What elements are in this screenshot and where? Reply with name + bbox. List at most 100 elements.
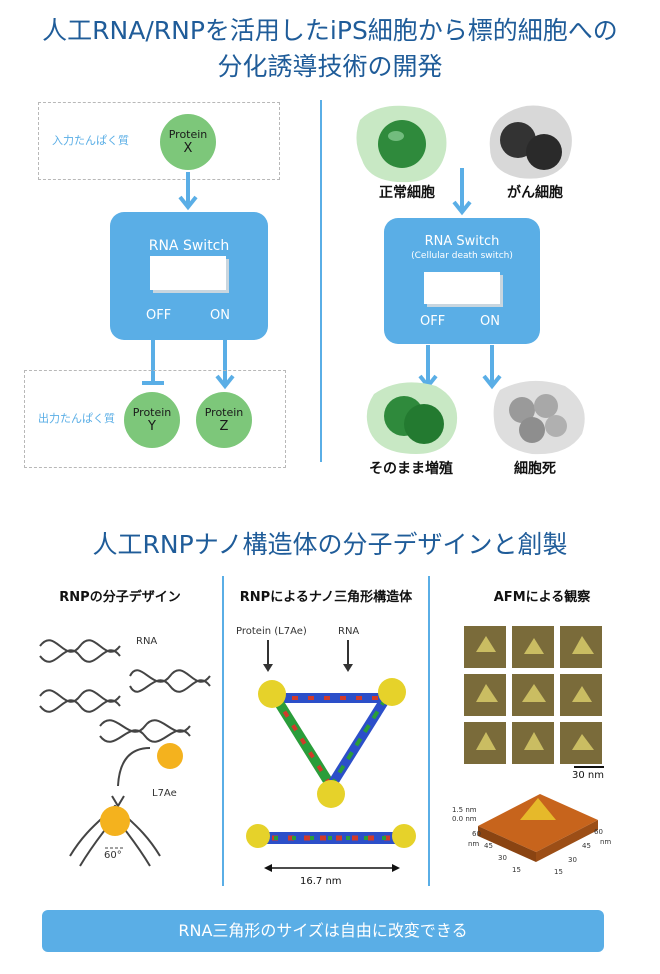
cancer-nucleus-2 xyxy=(526,134,562,170)
afm-axis-right-15: 15 xyxy=(554,868,563,876)
cancer-cell-label: がん細胞 xyxy=(507,185,563,201)
col2-rna-label: RNA xyxy=(338,626,360,637)
side-protein-1 xyxy=(246,824,270,848)
protein-x-circle: Protein X xyxy=(160,114,216,170)
rna-switch-box-left: RNA Switch OFF ON xyxy=(110,212,268,340)
bound-l7ae xyxy=(100,806,130,836)
triangle-right-green xyxy=(329,696,388,788)
death-label: 細胞死 xyxy=(514,461,556,477)
protein-x-line2: X xyxy=(183,141,193,156)
protein-z-line2: Z xyxy=(219,419,229,434)
rna-helix-3b xyxy=(39,699,121,713)
protein-y-line2: Y xyxy=(148,419,156,434)
side-protein-2 xyxy=(392,824,416,848)
vertex-protein-2 xyxy=(378,678,406,706)
protein-pointer-head xyxy=(263,664,273,672)
afm-3d-side-right xyxy=(536,820,598,862)
nano-triangle-art xyxy=(246,640,416,872)
protein-x-line1: Protein xyxy=(168,128,208,141)
normal-cell-label: 正常細胞 xyxy=(379,185,435,201)
dead-fragment-1 xyxy=(509,397,535,423)
rnp-design-art xyxy=(39,639,211,867)
arrowhead-on xyxy=(482,374,502,390)
col3-heading: AFMによる観察 xyxy=(493,590,591,605)
col1-l7ae-label: L7Ae xyxy=(152,788,177,799)
normal-cell-nucleus xyxy=(378,120,426,168)
switch-toggle-left xyxy=(150,256,226,290)
afm-3d-plot xyxy=(478,794,598,862)
page-subtitle: 分化誘導技術の開発 xyxy=(217,52,443,81)
rna-helix-1b xyxy=(39,649,121,663)
afm-z-bottom: 0.0 nm xyxy=(452,815,477,823)
l7ae-protein xyxy=(157,743,183,769)
afm-z-top: 1.5 nm xyxy=(452,806,477,814)
protein-z-line1: Protein xyxy=(204,406,244,419)
page-title: 人工RNA/RNPを活用したiPS細胞から標的細胞への xyxy=(42,16,618,45)
rna-switch-box-right: RNA Switch (Cellular death switch) OFF O… xyxy=(384,218,540,344)
afm-axis-left-60: 60 xyxy=(472,830,481,838)
col2-protein-label: Protein (L7Ae) xyxy=(236,626,307,637)
afm-axis-right-unit: nm xyxy=(600,838,612,846)
rna-pointer-head xyxy=(343,664,353,672)
dead-cell-body xyxy=(493,380,585,455)
size-arrow-right xyxy=(392,864,400,872)
col1-angle-label: 60° xyxy=(104,850,122,861)
afm-axis-left-45: 45 xyxy=(484,842,493,850)
afm-3d-peak xyxy=(520,798,556,820)
size-arrow-left xyxy=(264,864,272,872)
protein-y-line1: Protein xyxy=(132,406,172,419)
dead-fragment-4 xyxy=(545,415,567,437)
col1-rna-label: RNA xyxy=(136,636,158,647)
rna-helix-2b xyxy=(129,679,211,693)
triangle-left-red xyxy=(274,696,333,788)
switch-toggle-right xyxy=(424,272,500,304)
input-protein-box xyxy=(38,102,280,180)
switch-on-right: ON xyxy=(480,314,500,329)
proliferate-nucleus-2 xyxy=(404,404,444,444)
switch-off-right: OFF xyxy=(420,314,446,329)
dead-fragment-3 xyxy=(519,417,545,443)
top-cells-art xyxy=(356,105,572,183)
afm-scale-label: 30 nm xyxy=(572,770,604,781)
rna-helix-4b xyxy=(99,729,191,743)
afm-3d-surface xyxy=(478,794,598,852)
protein-z-circle: Protein Z xyxy=(196,392,252,448)
afm-spots xyxy=(476,636,594,750)
switch-off-left: OFF xyxy=(146,308,172,323)
switch-title-left: RNA Switch xyxy=(148,238,230,254)
bottom-cells-art xyxy=(366,380,585,455)
afm-axis-left-unit: nm xyxy=(468,840,480,848)
col1-heading: RNPの分子デザイン xyxy=(59,590,181,605)
proliferate-label: そのまま増殖 xyxy=(369,461,453,477)
col2-heading: RNPによるナノ三角形構造体 xyxy=(239,590,413,605)
arrowhead-z xyxy=(215,374,235,390)
switch-subtitle-right: (Cellular death switch) xyxy=(411,251,513,261)
assembly-curve xyxy=(117,747,151,787)
switch-title-right: RNA Switch xyxy=(424,234,500,249)
output-protein-label: 出力たんぱく質 xyxy=(38,412,115,425)
column-divider-2 xyxy=(428,576,430,886)
afm-3d-side-left xyxy=(478,826,536,862)
protein-y-circle: Protein Y xyxy=(124,392,180,448)
normal-cell-highlight xyxy=(388,131,404,141)
section-title: 人工RNPナノ構造体の分子デザインと創製 xyxy=(92,530,568,559)
assembly-arrowhead xyxy=(111,795,125,808)
afm-axis-right-60: 60 xyxy=(594,828,603,836)
afm-axis-left-30: 30 xyxy=(498,854,507,862)
input-protein-label: 入力たんぱく質 xyxy=(52,134,129,147)
column-divider-1 xyxy=(222,576,224,886)
arrowhead-x xyxy=(178,195,198,211)
output-protein-box xyxy=(24,370,286,468)
col2-size-label: 16.7 nm xyxy=(300,876,342,887)
afm-axis-right-30: 30 xyxy=(568,856,577,864)
switch-on-left: ON xyxy=(210,308,230,323)
panel-divider xyxy=(320,100,322,462)
afm-axis-left-15: 15 xyxy=(512,866,521,874)
vertex-protein-1 xyxy=(258,680,286,708)
vertex-protein-3 xyxy=(317,780,345,808)
dead-fragment-2 xyxy=(534,394,558,418)
arrowhead-cells xyxy=(452,200,472,216)
bottom-banner: RNA三角形のサイズは自由に改変できる xyxy=(42,910,604,952)
afm-axis-right-45: 45 xyxy=(582,842,591,850)
